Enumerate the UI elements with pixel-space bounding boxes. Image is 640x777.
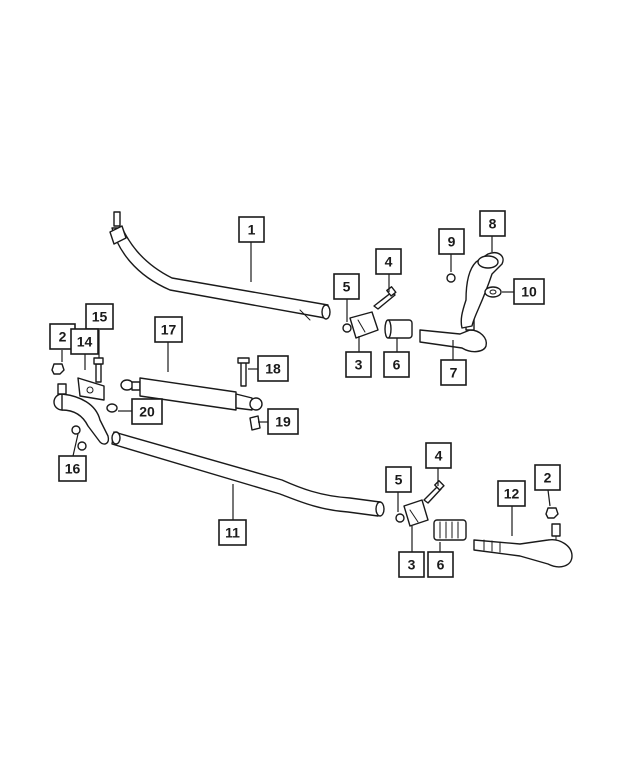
pitman-arm <box>460 252 504 329</box>
nut-left <box>51 363 65 375</box>
callout-18-label: 18 <box>265 361 281 377</box>
nut-right <box>545 507 559 519</box>
callout-8[interactable]: 8 <box>479 210 506 237</box>
callout-1-label: 1 <box>248 222 256 238</box>
callout-6-upper-label: 6 <box>393 357 401 373</box>
callout-16[interactable]: 16 <box>58 455 87 482</box>
bracket-stud <box>93 357 104 383</box>
callout-12[interactable]: 12 <box>497 480 526 507</box>
callout-20-label: 20 <box>139 404 155 420</box>
callout-15-label: 15 <box>92 309 108 325</box>
callout-2-right-label: 2 <box>544 470 552 486</box>
drag-link-rod <box>109 211 331 321</box>
callout-18[interactable]: 18 <box>257 355 289 382</box>
callout-11-label: 11 <box>225 525 240 541</box>
callout-9[interactable]: 9 <box>438 228 465 255</box>
washer-pitman <box>484 286 502 298</box>
leader-lines <box>61 236 551 552</box>
callout-17[interactable]: 17 <box>154 316 183 343</box>
callout-6-upper[interactable]: 6 <box>383 351 410 378</box>
adjuster-sleeve-upper <box>384 319 413 339</box>
callout-11[interactable]: 11 <box>218 519 247 546</box>
callout-7[interactable]: 7 <box>440 359 467 386</box>
callout-10[interactable]: 10 <box>513 278 545 305</box>
callout-5-lower-label: 5 <box>395 472 403 488</box>
nut-lower <box>395 513 405 523</box>
callout-8-label: 8 <box>489 216 497 232</box>
callout-2-right[interactable]: 2 <box>534 464 561 491</box>
callout-20[interactable]: 20 <box>131 398 163 425</box>
damper-nut <box>249 415 261 431</box>
callout-6-lower[interactable]: 6 <box>427 551 454 578</box>
callout-5-upper[interactable]: 5 <box>333 273 360 300</box>
callout-9-label: 9 <box>448 234 456 250</box>
callout-12-label: 12 <box>504 486 520 502</box>
nut-pitman <box>446 273 456 283</box>
callout-3-upper-label: 3 <box>355 357 363 373</box>
callout-7-label: 7 <box>450 365 458 381</box>
callout-3-upper[interactable]: 3 <box>345 351 372 378</box>
callout-14-label: 14 <box>77 334 93 350</box>
callout-5-lower[interactable]: 5 <box>385 466 412 493</box>
callout-19[interactable]: 19 <box>267 408 299 435</box>
callout-3-lower-label: 3 <box>408 557 416 573</box>
callout-16-label: 16 <box>65 461 81 477</box>
bolt-lower <box>423 480 445 504</box>
callout-19-label: 19 <box>275 414 291 430</box>
tie-rod-end-left <box>53 383 110 451</box>
tie-rod-end-right <box>473 523 573 568</box>
damper-bolt <box>237 357 250 387</box>
callout-5-upper-label: 5 <box>343 279 351 295</box>
callout-1[interactable]: 1 <box>238 216 265 243</box>
callout-14[interactable]: 14 <box>70 328 99 355</box>
callout-15[interactable]: 15 <box>85 303 114 330</box>
callout-4-lower-label: 4 <box>435 448 443 464</box>
callout-10-label: 10 <box>521 284 537 300</box>
steering-damper <box>120 377 263 411</box>
nut-upper <box>342 323 352 333</box>
callout-17-label: 17 <box>161 322 177 338</box>
callout-2-left-label: 2 <box>59 329 67 345</box>
callout-6-lower-label: 6 <box>437 557 445 573</box>
adjuster-sleeve-lower <box>433 519 467 541</box>
clamp-bracket-lower <box>403 499 429 527</box>
callout-4-lower[interactable]: 4 <box>425 442 452 469</box>
tie-rod-tube <box>111 431 385 517</box>
callout-4-upper[interactable]: 4 <box>375 248 402 275</box>
callout-4-upper-label: 4 <box>385 254 393 270</box>
clamp-bracket-upper <box>349 311 379 339</box>
damper-bracket <box>77 377 118 413</box>
bolt-upper <box>373 286 397 310</box>
callout-3-lower[interactable]: 3 <box>398 551 425 578</box>
